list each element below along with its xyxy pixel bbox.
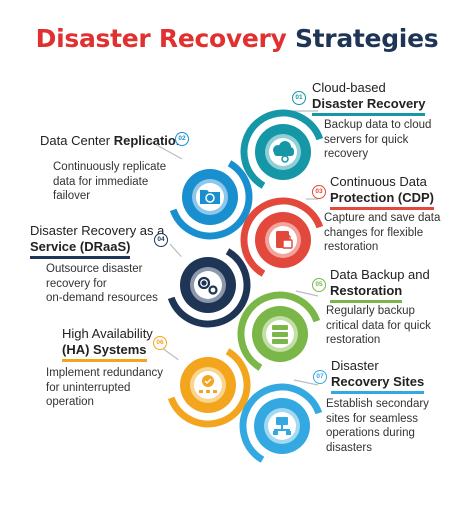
- title-part-navy: Strategies: [294, 24, 439, 53]
- strategy-04-desc-line: on-demand resources: [46, 292, 158, 304]
- strategy-01-description: Backup data to cloud servers for quick r…: [324, 118, 431, 162]
- strategy-01-desc-line: servers for quick: [324, 133, 409, 146]
- strategy-05-desc-line: Regularly backup: [326, 305, 415, 317]
- strategy-01-heading-bold: Disaster Recovery: [312, 96, 426, 116]
- cloud-gear-icon: [273, 141, 294, 163]
- strategy-05-badge: 05: [312, 278, 326, 292]
- strategy-04-heading-bold: Service (DRaaS): [30, 239, 131, 259]
- strategy-05-heading-bold: Restoration: [330, 283, 403, 303]
- strategy-06-badge: 06: [153, 336, 167, 350]
- strategy-03-heading: Continuous Data Protection (CDP): [330, 174, 434, 210]
- strategy-05-heading: Data Backup and Restoration: [330, 267, 430, 303]
- strategy-05-description: Regularly backup critical data for quick…: [326, 304, 431, 348]
- strategy-06-heading-bold: (HA) Systems: [62, 342, 147, 362]
- strategy-03-heading-line1: Continuous Data: [330, 174, 427, 189]
- strategy-06-heading: High Availability (HA) Systems: [62, 326, 153, 362]
- network-check-icon: [199, 375, 217, 393]
- strategy-03-desc-line: changes for flexible: [324, 226, 424, 239]
- strategy-04-desc-line: Outsource disaster: [46, 263, 143, 275]
- strategy-04-badge: 04: [154, 233, 168, 247]
- strategy-01-desc-line: recovery: [324, 148, 369, 160]
- strategy-04-heading: Disaster Recovery as a Service (DRaaS): [30, 223, 164, 259]
- strategy-06-description: Implement redundancy for uninterrupted o…: [46, 366, 163, 410]
- strategy-02-heading-bold: Replication: [113, 133, 184, 148]
- strategy-05-heading-line1: Data Backup and: [330, 267, 430, 282]
- strategy-01-heading-line1: Cloud-based: [312, 80, 386, 95]
- strategy-07-desc-line: sites for seamless: [326, 412, 419, 425]
- strategy-07-heading-bold: Recovery Sites: [331, 374, 425, 394]
- strategy-03-desc-line: restoration: [324, 241, 379, 253]
- document-lock-icon: [276, 231, 293, 249]
- strategy-07-heading: Disaster Recovery Sites: [331, 358, 425, 394]
- folder-sync-icon: [200, 190, 220, 204]
- strategy-06-heading-line1: High Availability: [62, 326, 153, 341]
- strategy-02-description: Continuously replicate data for immediat…: [53, 160, 166, 204]
- strategy-01-desc-line: Backup data to cloud: [324, 119, 432, 131]
- strategy-02-desc-line: Continuously replicate: [53, 161, 167, 173]
- page-title: Disaster Recovery Strategies: [0, 24, 474, 53]
- strategy-01-badge: 01: [292, 91, 306, 105]
- strategy-07-desc-line: disasters: [326, 441, 373, 454]
- strategy-03-desc-line: Capture and save data: [324, 212, 441, 224]
- strategy-07-heading-line1: Disaster: [331, 358, 379, 373]
- strategy-07-desc-line: operations during: [326, 427, 415, 439]
- site-network-icon: [273, 417, 291, 435]
- strategy-02-badge: 02: [175, 132, 189, 146]
- strategy-07-badge: 07: [313, 370, 327, 384]
- strategy-06-desc-line: for uninterrupted: [46, 381, 131, 394]
- strategy-03-description: Capture and save data changes for flexib…: [324, 211, 440, 255]
- strategy-04-desc-line: recovery for: [46, 277, 107, 290]
- strategy-07-description: Establish secondary sites for seamless o…: [326, 397, 429, 455]
- strategy-03-heading-bold: Protection (CDP): [330, 190, 434, 210]
- strategy-02-desc-line: data for immediate: [53, 175, 149, 188]
- gears-icon: [197, 276, 218, 295]
- strategy-06-desc-line: Implement redundancy: [46, 367, 163, 379]
- strategy-02-heading: Data Center Replication: [40, 133, 184, 149]
- strategy-05-desc-line: critical data for quick: [326, 319, 431, 332]
- server-icon: [272, 325, 288, 344]
- strategy-02-heading-plain: Data Center: [40, 133, 114, 148]
- strategy-01-heading: Cloud-based Disaster Recovery: [312, 80, 426, 116]
- strategy-05-desc-line: restoration: [326, 334, 381, 346]
- strategy-04-heading-line1: Disaster Recovery as a: [30, 223, 165, 238]
- strategy-03-badge: 03: [312, 185, 326, 199]
- title-part-red: Disaster Recovery: [35, 24, 287, 53]
- strategy-04-description: Outsource disaster recovery for on-deman…: [46, 262, 158, 306]
- strategy-02-desc-line: failover: [53, 190, 91, 202]
- strategy-06-desc-line: operation: [46, 396, 94, 408]
- strategy-07-desc-line: Establish secondary: [326, 398, 429, 410]
